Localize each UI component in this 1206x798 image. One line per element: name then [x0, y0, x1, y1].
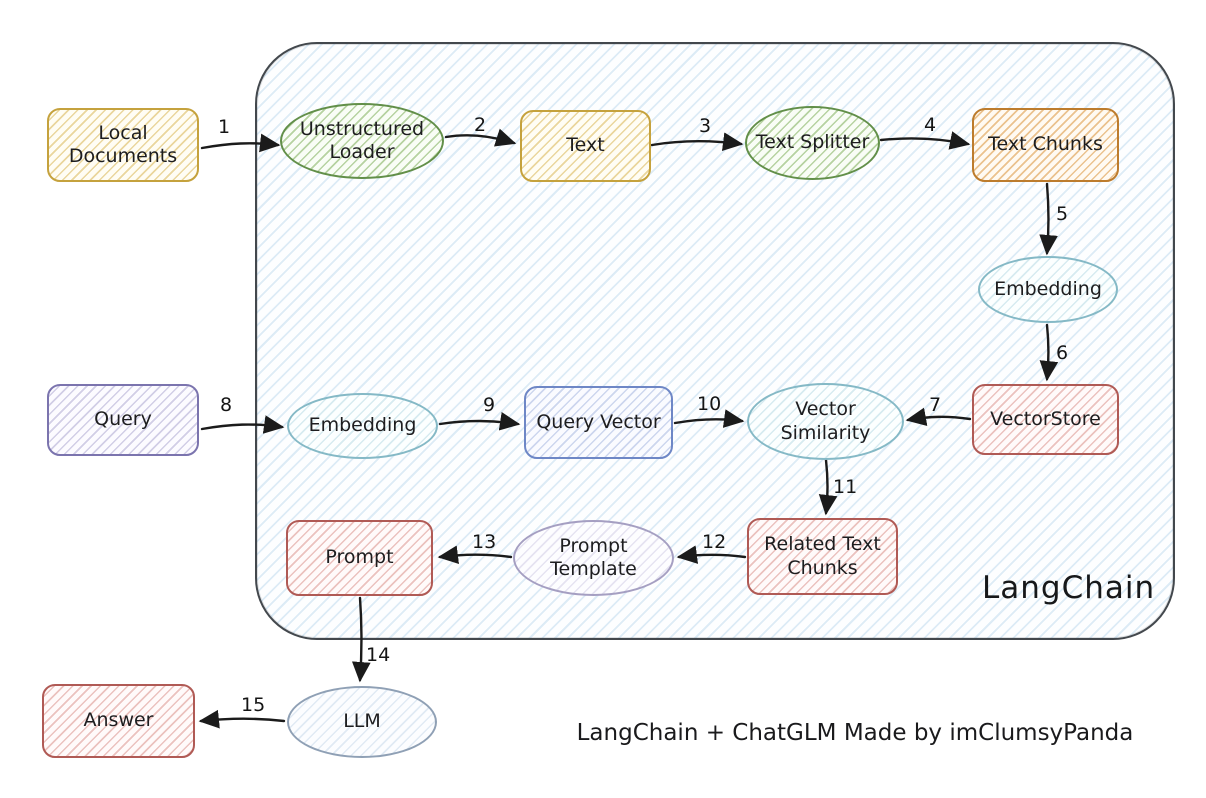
node-local-documents: Local Documents	[47, 108, 199, 182]
arrow-12	[676, 545, 747, 564]
node-label: Prompt	[325, 546, 394, 569]
edge-label-8: 8	[220, 394, 233, 416]
node-text-chunks: Text Chunks	[972, 108, 1119, 182]
node-label: Embedding	[308, 414, 417, 437]
arrow-4	[879, 131, 971, 150]
node-label: Local Documents	[68, 121, 178, 167]
edge-label-7: 7	[929, 394, 942, 416]
node-label: Vector Similarity	[780, 398, 871, 444]
node-label: Query	[94, 408, 152, 431]
edge-label-1: 1	[218, 116, 231, 138]
arrow-1	[200, 133, 281, 153]
node-embedding-store: Embedding	[978, 256, 1118, 323]
node-embedding-query: Embedding	[287, 393, 438, 459]
node-label: Prompt Template	[550, 534, 637, 580]
edge-label-5: 5	[1056, 203, 1069, 225]
node-query: Query	[47, 384, 199, 456]
node-label: VectorStore	[990, 407, 1101, 430]
node-label: Unstructured Loader	[299, 117, 425, 163]
edge-label-4: 4	[924, 114, 937, 136]
node-unstructured-loader: Unstructured Loader	[280, 103, 444, 179]
node-label: Query Vector	[536, 410, 661, 433]
arrow-2	[444, 128, 517, 147]
diagram-caption: LangChain + ChatGLM Made by imClumsyPand…	[576, 720, 1134, 746]
node-label: Text Splitter	[755, 131, 870, 154]
node-prompt: Prompt	[286, 520, 433, 596]
arrow-14	[351, 596, 371, 683]
node-label: Embedding	[994, 277, 1102, 300]
arrow-5	[1039, 182, 1058, 256]
edge-label-13: 13	[472, 531, 497, 553]
edge-label-15: 15	[241, 694, 266, 716]
arrow-9	[438, 412, 521, 431]
node-text-splitter: Text Splitter	[745, 106, 880, 180]
arrow-8	[200, 415, 285, 434]
edge-label-9: 9	[483, 394, 496, 416]
node-text: Text	[520, 110, 651, 182]
node-llm: LLM	[287, 686, 437, 758]
node-query-vector: Query Vector	[524, 386, 673, 459]
arrow-13	[437, 545, 513, 565]
edge-label-2: 2	[474, 114, 487, 136]
arrow-7	[905, 407, 972, 426]
node-label: Text Chunks	[988, 133, 1103, 156]
arrow-10	[673, 409, 745, 428]
langchain-title: LangChain	[982, 570, 1156, 606]
node-answer: Answer	[42, 684, 195, 758]
node-label: LLM	[343, 710, 381, 733]
node-label: Text	[566, 134, 605, 157]
node-vector-similarity: Vector Similarity	[747, 383, 904, 460]
arrow-11	[818, 458, 838, 516]
edge-label-6: 6	[1056, 342, 1069, 364]
node-vectorstore: VectorStore	[972, 384, 1119, 455]
edge-label-3: 3	[699, 115, 712, 137]
arrow-6	[1039, 323, 1059, 382]
edge-label-12: 12	[702, 531, 727, 553]
node-label: Related Text Chunks	[764, 533, 881, 579]
arrow-3	[650, 132, 744, 151]
node-label: Answer	[83, 709, 154, 732]
node-related-text-chunks: Related Text Chunks	[747, 518, 898, 595]
node-prompt-template: Prompt Template	[513, 520, 674, 596]
edge-label-10: 10	[697, 393, 722, 415]
edge-label-11: 11	[833, 476, 858, 498]
edge-label-14: 14	[366, 644, 391, 666]
arrow-15	[198, 709, 286, 729]
